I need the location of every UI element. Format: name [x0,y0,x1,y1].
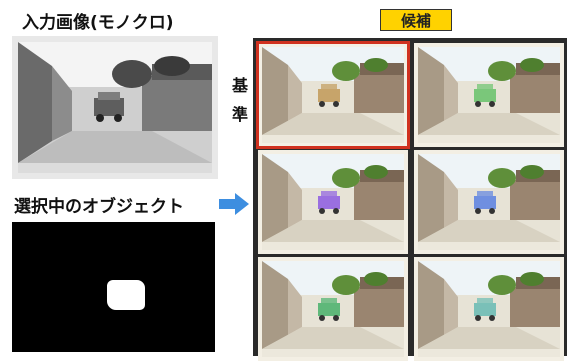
candidate-image-6[interactable] [414,257,564,361]
right-arrow-icon [219,193,249,215]
reference-label-char-2: 準 [232,105,249,124]
candidate-image-4[interactable] [414,150,564,254]
candidates-badge: 候補 [380,9,452,31]
candidate-image-5[interactable] [258,257,408,361]
input-grayscale-photo [12,36,218,179]
object-mask-shape [107,280,145,310]
candidate-image-3[interactable] [258,150,408,254]
reference-label-char-1: 基 [232,76,249,95]
input-image-title: 入力画像(モノクロ) [22,13,174,33]
object-mask-image [12,222,215,352]
candidate-image-1[interactable] [258,43,408,147]
selected-object-title: 選択中のオブジェクト [14,197,184,217]
candidate-image-2[interactable] [414,43,564,147]
